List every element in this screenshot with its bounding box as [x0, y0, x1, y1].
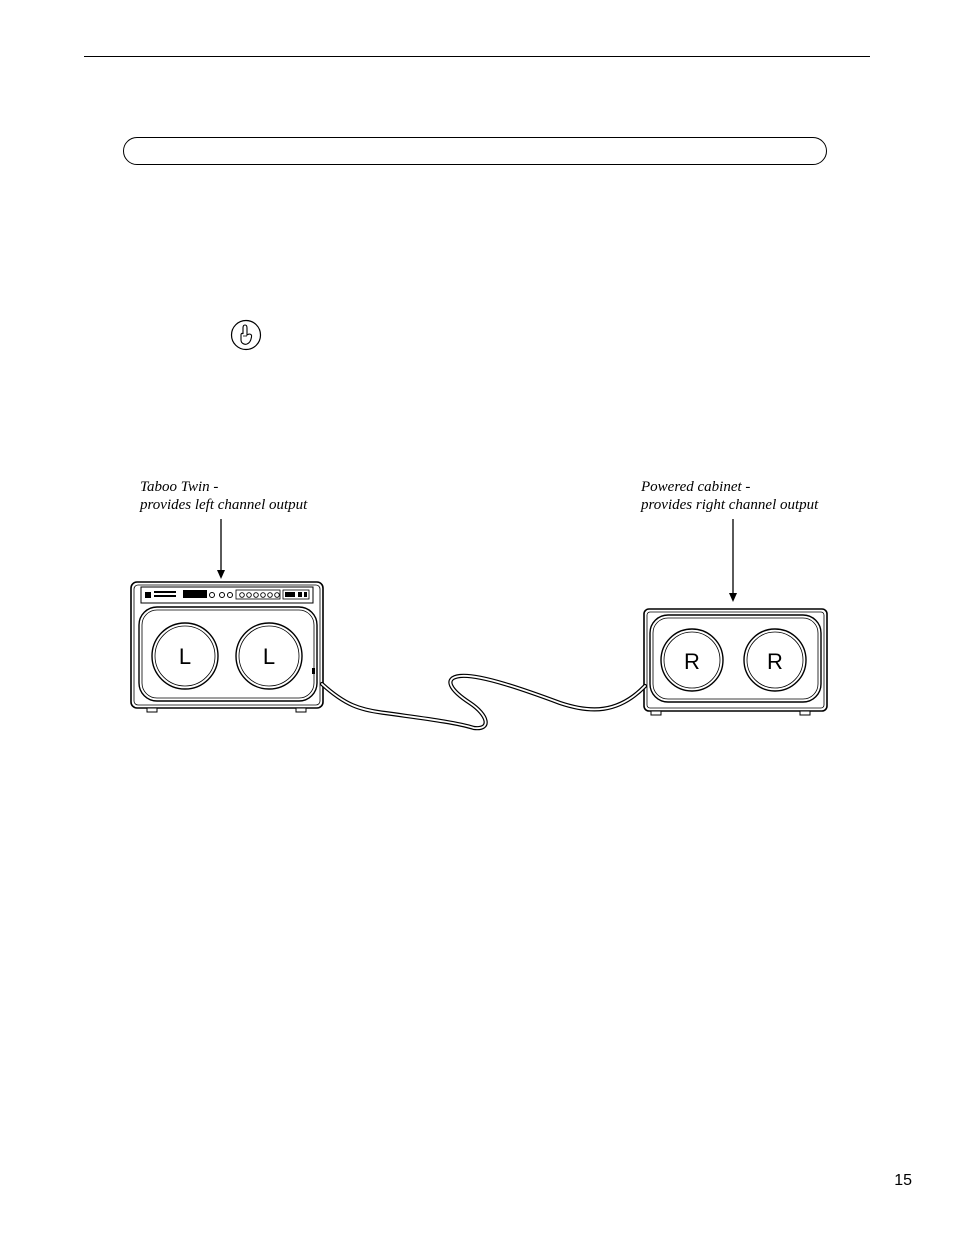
taboo-twin-amp: L L: [130, 581, 324, 713]
amp-speaker-right: [235, 622, 303, 690]
amp-caption-line1: Taboo Twin -: [140, 479, 219, 495]
speaker-cable: [319, 673, 648, 731]
cabinet-speaker-right: [743, 628, 807, 692]
powered-cabinet: R R: [643, 608, 828, 716]
cabinet-speaker-right-label: R: [767, 649, 783, 674]
cabinet-speaker-left-label: R: [684, 649, 700, 674]
header-rule: [84, 56, 870, 57]
amp-speaker-left-label: L: [179, 644, 191, 669]
cabinet-speaker-left: [660, 628, 724, 692]
section-heading-bar: [123, 137, 827, 165]
amp-speaker-left: [151, 622, 219, 690]
page-number: 15: [894, 1172, 912, 1189]
cabinet-arrowhead: [729, 593, 737, 602]
cabinet-caption: Powered cabinet - provides right channel…: [641, 478, 818, 514]
amp-caption: Taboo Twin - provides left channel outpu…: [140, 478, 307, 514]
amp-speaker-right-label: L: [263, 644, 275, 669]
pointing-finger-icon: [230, 319, 262, 351]
amp-caption-line2: provides left channel output: [140, 497, 308, 513]
cabinet-caption-line1: Powered cabinet -: [641, 479, 751, 495]
amp-arrowhead: [217, 570, 225, 579]
cabinet-caption-line2: provides right channel output: [641, 497, 819, 513]
